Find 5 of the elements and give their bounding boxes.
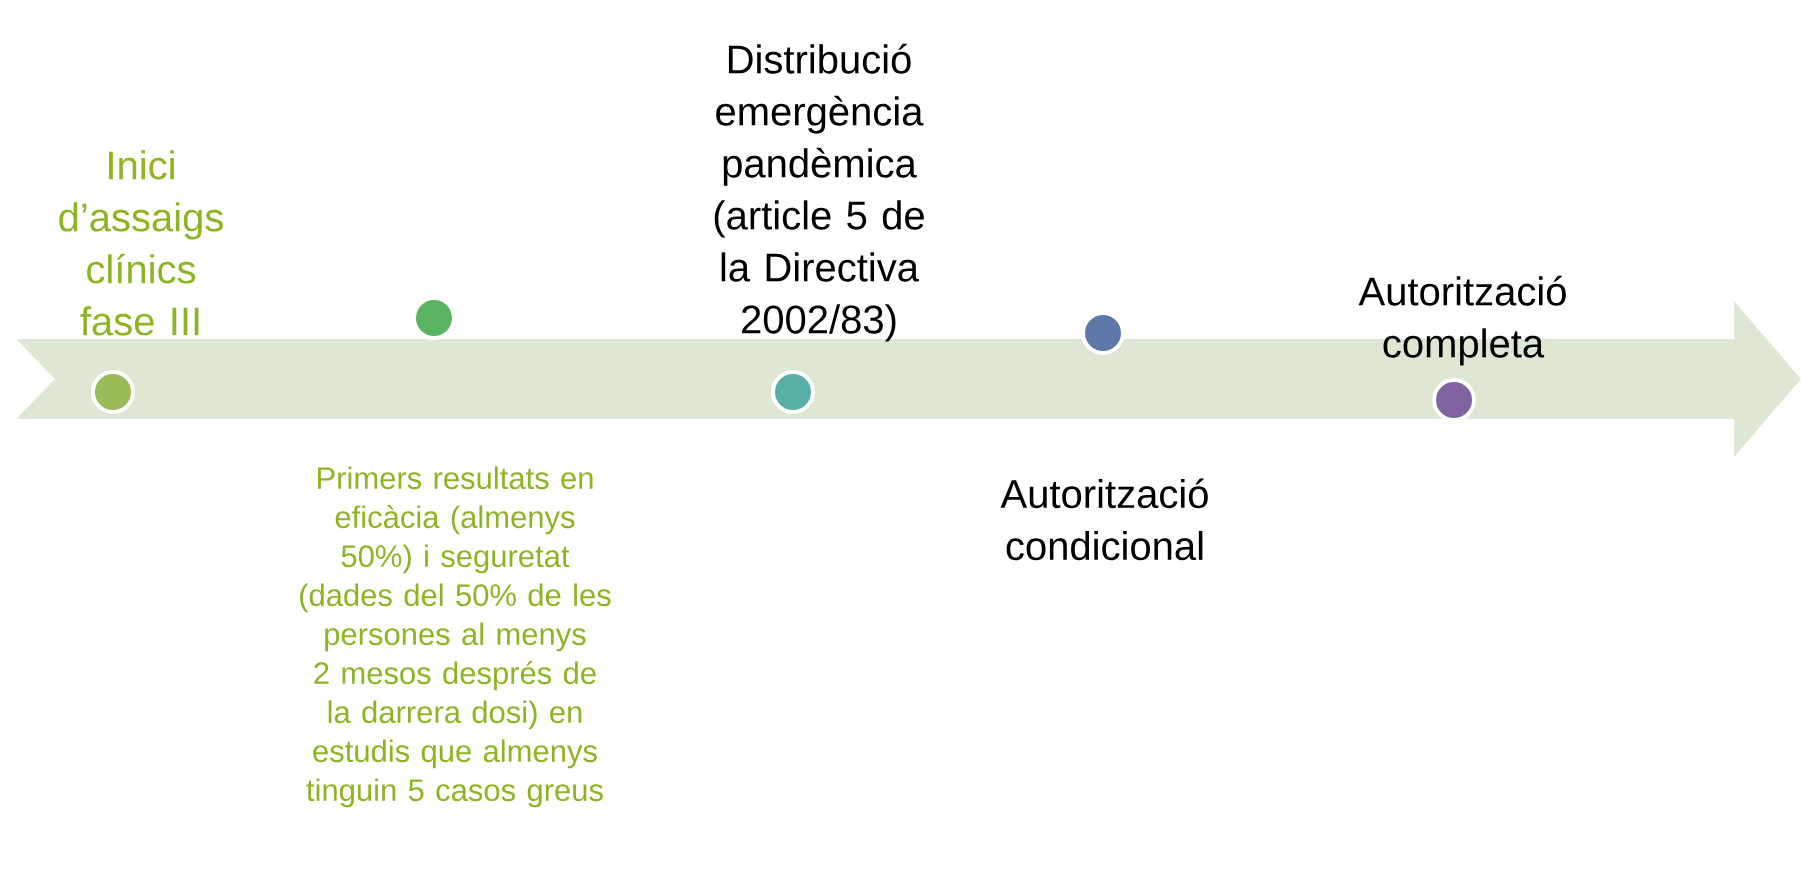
milestone-label: Autorització condicional — [1000, 478, 1208, 561]
milestone-label: Distribució emergència pandèmica (article 5 de la Directiva 2002/83) — [714, 43, 924, 342]
milestone-label: Autorització completa — [1358, 275, 1566, 366]
milestone-label: Primers resultats en eficàcia (almenys 50%) i seguretat (dades del 50% de les persones al menys 2 mesos després de la darrera dosi) en estudis que almenys tinguin 5 casos greus — [300, 466, 611, 808]
milestone-label: Inici d’assaigs clínics fase III — [59, 150, 223, 336]
